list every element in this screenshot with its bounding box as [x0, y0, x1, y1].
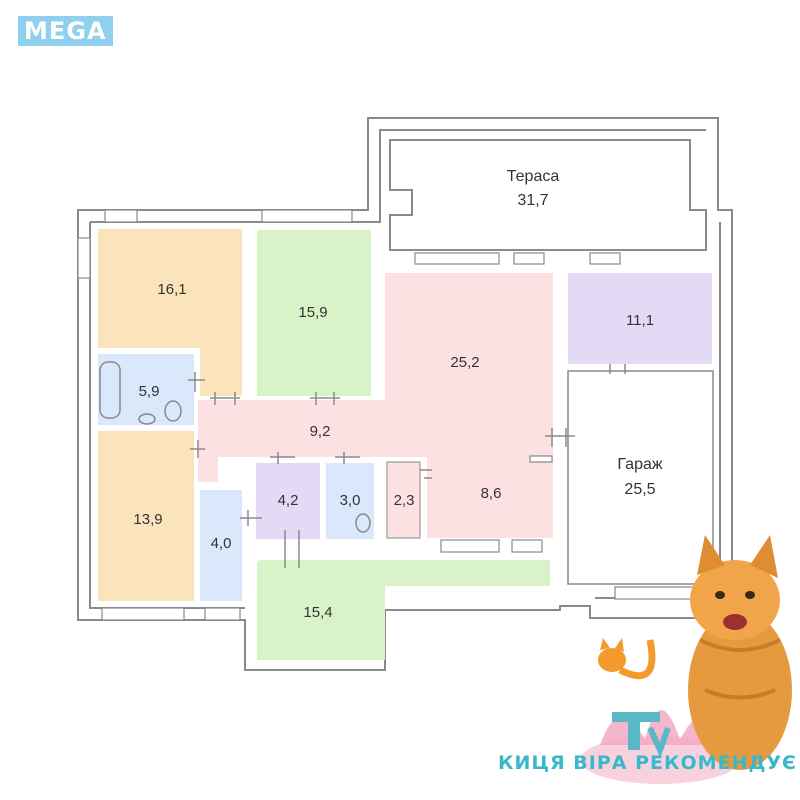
terrace-area: 31,7	[517, 192, 548, 209]
room-4-2-area: 4,2	[278, 492, 299, 509]
room-15-4-area: 15,4	[303, 604, 332, 621]
mega-logo: MEGA	[18, 16, 113, 46]
room-2-3-area: 2,3	[394, 492, 415, 509]
room-13-9: 13,9	[98, 431, 194, 601]
toilet-icon	[355, 513, 371, 533]
living-zone: 25,2 9,2 8,6	[198, 273, 553, 538]
garage-area: 25,5	[624, 481, 655, 498]
terrace-name: Тераса	[507, 168, 560, 185]
garage: Гараж 25,5	[567, 370, 714, 585]
room-25-2-area: 25,2	[450, 354, 479, 371]
room-3-0-area: 3,0	[340, 492, 361, 509]
brand-text: КИЦЯ ВІРА РЕКОМЕНДУЄ	[498, 752, 797, 774]
cat-photo	[688, 535, 792, 770]
room-15-4: 15,4	[257, 560, 550, 660]
terrace: Тераса 31,7	[389, 139, 707, 251]
room-16-1: 16,1	[98, 229, 242, 396]
room-4-0: 4,0	[200, 490, 242, 601]
room-11-1-area: 11,1	[626, 312, 654, 329]
small-cat-icon	[598, 638, 656, 680]
toilet-icon	[164, 400, 182, 422]
room-8-6-area: 8,6	[481, 485, 502, 502]
doors	[188, 364, 626, 568]
room-9-2-area: 9,2	[310, 423, 331, 440]
room-15-9-area: 15,9	[298, 304, 327, 321]
room-13-9-area: 13,9	[133, 511, 162, 528]
room-5-9: 5,9	[98, 354, 194, 425]
room-4-0-area: 4,0	[211, 535, 232, 552]
room-4-2: 4,2	[256, 463, 320, 539]
garage-name: Гараж	[617, 456, 662, 473]
sink-icon	[138, 413, 156, 425]
tv-logo-icon	[612, 712, 671, 758]
room-15-9: 15,9	[257, 230, 371, 396]
bathtub-icon	[99, 361, 121, 419]
room-11-1: 11,1	[568, 273, 712, 364]
room-3-0: 3,0	[326, 463, 374, 539]
kitchen-counter	[529, 455, 553, 463]
room-5-9-area: 5,9	[139, 383, 160, 400]
room-2-3: 2,3	[386, 461, 421, 539]
room-16-1-area: 16,1	[157, 281, 186, 298]
